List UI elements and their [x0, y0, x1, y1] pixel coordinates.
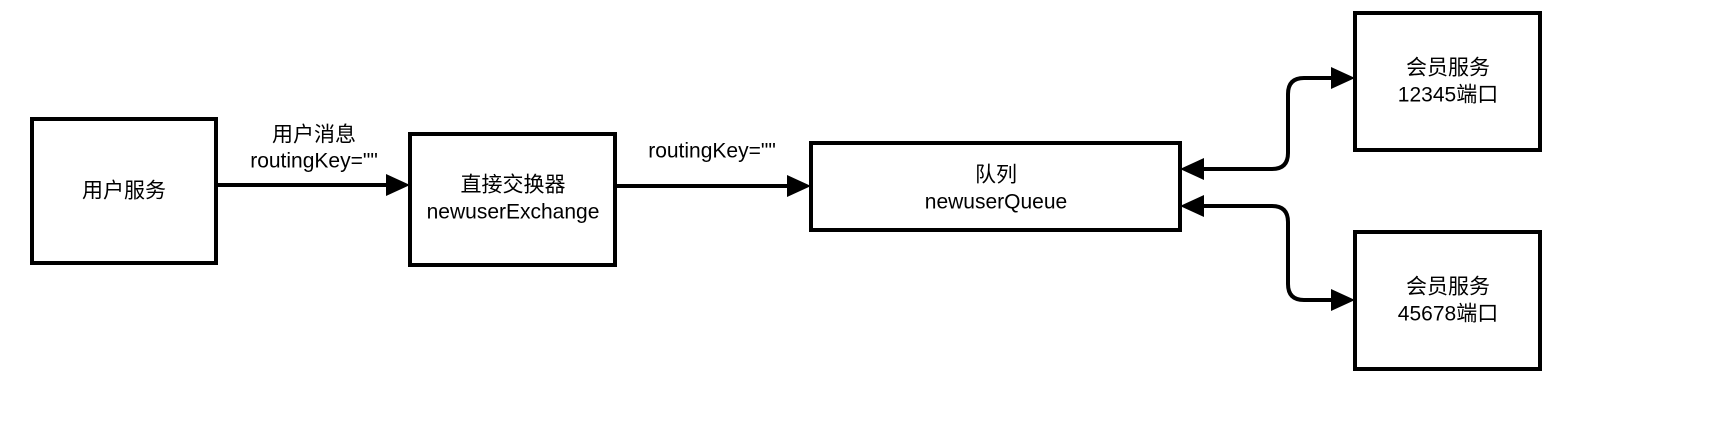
direct-exchange-label-line1: 直接交换器 — [461, 174, 566, 197]
edge-queue-member-45678 — [1180, 195, 1355, 311]
member-service-45678-label-line2: 45678端口 — [1398, 303, 1498, 326]
direct-exchange-box[interactable] — [408, 132, 617, 267]
user-service-label-line1: 用户服务 — [82, 180, 166, 203]
direct-exchange-node[interactable]: 直接交换器 newuserExchange — [408, 132, 617, 267]
edge-user-to-exchange-label-line2: routingKey="" — [250, 150, 378, 173]
edge-queue-member-45678-path — [1190, 204, 1345, 302]
edge-exchange-to-queue-label-line1: routingKey="" — [648, 140, 776, 163]
edge-queue-member-12345-arrowhead-to-service — [1331, 67, 1355, 89]
edge-user-to-exchange: 用户消息 routingKey="" — [216, 124, 410, 196]
edge-queue-member-12345-arrowhead-to-queue — [1180, 158, 1204, 180]
edge-user-to-exchange-label-line1: 用户消息 — [272, 124, 356, 147]
user-service-box[interactable] — [30, 117, 218, 265]
edge-exchange-to-queue-arrowhead — [787, 175, 811, 197]
edge-user-to-exchange-arrowhead — [386, 174, 410, 196]
edge-queue-member-45678-arrowhead-to-service — [1331, 289, 1355, 311]
member-service-45678-label-line1: 会员服务 — [1406, 276, 1490, 299]
member-service-45678-node[interactable]: 会员服务 45678端口 — [1353, 230, 1542, 371]
edge-queue-member-12345 — [1180, 67, 1355, 180]
queue-label-line1: 队列 — [975, 164, 1017, 187]
user-service-node[interactable]: 用户服务 — [30, 117, 218, 265]
edge-queue-member-12345-path — [1190, 76, 1345, 171]
member-service-12345-box[interactable] — [1353, 11, 1542, 152]
queue-label-line2: newuserQueue — [925, 191, 1067, 214]
member-service-12345-node[interactable]: 会员服务 12345端口 — [1353, 11, 1542, 152]
member-service-12345-label-line1: 会员服务 — [1406, 57, 1490, 80]
queue-box[interactable] — [809, 141, 1182, 232]
member-service-45678-box[interactable] — [1353, 230, 1542, 371]
direct-exchange-label-line2: newuserExchange — [427, 201, 600, 224]
member-service-12345-label-line2: 12345端口 — [1398, 84, 1498, 107]
edge-queue-member-45678-arrowhead-to-queue — [1180, 195, 1204, 217]
edge-exchange-to-queue: routingKey="" — [615, 140, 811, 197]
queue-node[interactable]: 队列 newuserQueue — [809, 141, 1182, 232]
